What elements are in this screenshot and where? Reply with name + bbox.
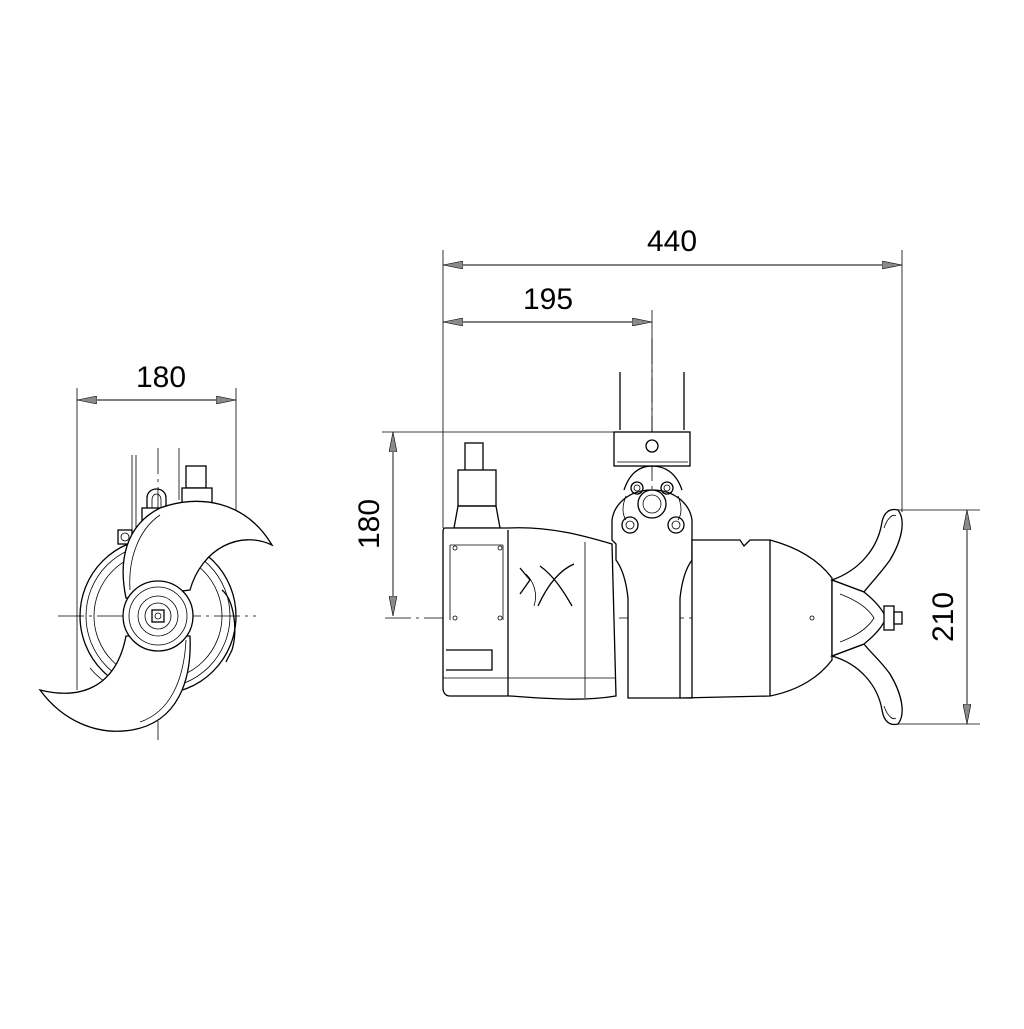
dimension-label-propeller-diameter: 210 bbox=[927, 592, 960, 642]
front-hub bbox=[122, 580, 194, 652]
dimension-label-height: 180 bbox=[353, 499, 386, 549]
front-propeller bbox=[38, 500, 274, 732]
dimension-bracket-offset: 195 bbox=[443, 283, 652, 322]
front-view: 180 bbox=[38, 361, 274, 740]
dimension-label-overall-length: 440 bbox=[647, 225, 697, 258]
dimension-height: 180 bbox=[353, 431, 616, 616]
dimension-label-bracket-offset: 195 bbox=[523, 283, 573, 316]
dimension-propeller-diameter: 210 bbox=[896, 509, 980, 725]
motor-body bbox=[442, 527, 617, 700]
dimension-overall-length: 440 bbox=[443, 225, 902, 265]
dimension-label-front-width: 180 bbox=[136, 361, 186, 394]
logo-mark-icon bbox=[519, 563, 575, 607]
dimension-front-width: 180 bbox=[76, 361, 237, 690]
side-view: 440 195 180 210 bbox=[353, 225, 980, 726]
mounting-bracket bbox=[611, 465, 693, 699]
side-hub-nut bbox=[883, 605, 903, 631]
mounting-mast bbox=[613, 372, 691, 467]
gear-housing bbox=[679, 539, 833, 699]
side-propeller bbox=[829, 508, 903, 726]
cable-gland bbox=[453, 442, 501, 529]
